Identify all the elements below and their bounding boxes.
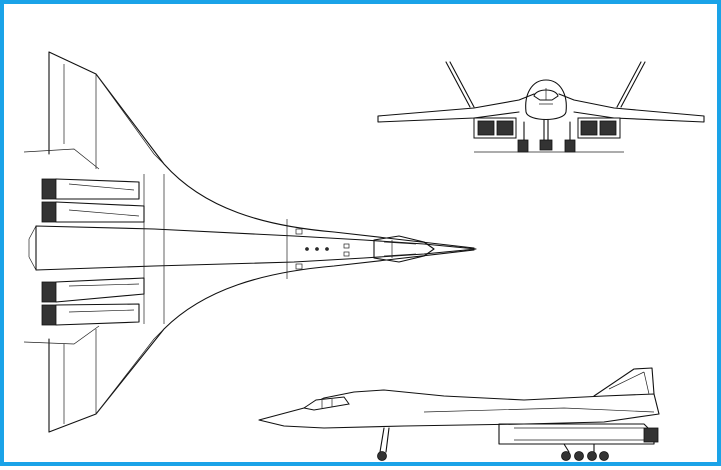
side-landing-gear (377, 427, 609, 461)
plan-wing-upper (48, 51, 475, 249)
side-tail-fin (593, 367, 655, 397)
plan-fuselage (35, 225, 477, 271)
side-view (258, 367, 660, 461)
side-engine-nacelle (498, 423, 655, 445)
front-fin-left (445, 61, 475, 108)
plan-engines-lower (41, 277, 145, 326)
front-wings (377, 93, 705, 123)
side-fuselage (258, 389, 660, 429)
front-landing-gear (474, 119, 624, 153)
plan-view (23, 51, 477, 433)
three-view-drawing (23, 51, 705, 461)
plan-wing-upper-inner (63, 64, 165, 169)
side-wing (423, 407, 655, 413)
plan-wing-lower-inner (63, 328, 165, 424)
front-fin-right (616, 61, 646, 108)
front-fuselage (525, 79, 567, 121)
plan-cockpit (373, 235, 435, 263)
front-view (377, 61, 705, 153)
plan-engines-upper (41, 178, 145, 223)
side-cockpit (302, 396, 350, 411)
plan-wing-lower (48, 249, 475, 433)
